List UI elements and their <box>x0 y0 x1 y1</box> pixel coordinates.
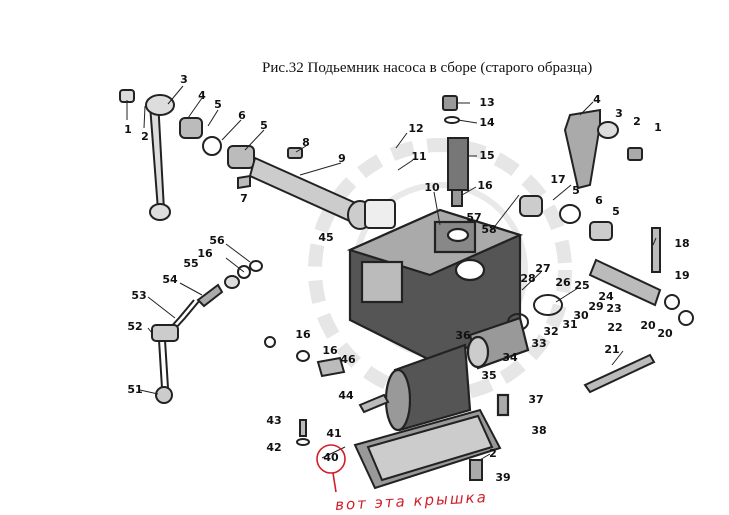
part-label: 25 <box>574 279 590 292</box>
part-label: 8 <box>302 136 310 149</box>
part-label: 28 <box>520 272 536 285</box>
annotation-circle <box>316 444 346 474</box>
part-label: 7 <box>240 192 248 205</box>
leader-lines <box>126 85 657 462</box>
part-label: 56 <box>209 234 225 247</box>
part-label: 22 <box>607 321 623 334</box>
part-label: 6 <box>595 194 603 207</box>
main-housing <box>346 208 524 362</box>
left-lever <box>119 89 175 221</box>
part-label: 20 <box>640 319 656 332</box>
bolts <box>264 336 390 446</box>
part-label: 34 <box>502 351 518 364</box>
right-bushings <box>519 195 613 241</box>
part-label: 16 <box>477 179 493 192</box>
part-label: 18 <box>674 237 690 250</box>
lower-cylinder <box>384 316 530 432</box>
annotation-arrow <box>332 472 337 493</box>
part-label: 42 <box>266 441 282 454</box>
part-label: 36 <box>455 329 471 342</box>
part-label: 21 <box>604 343 620 356</box>
part-label: 9 <box>338 152 346 165</box>
part-label: 41 <box>326 427 342 440</box>
part-label: 45 <box>318 231 334 244</box>
part-label: 10 <box>424 181 440 194</box>
part-label: 5 <box>572 184 580 197</box>
part-label: 20 <box>657 327 673 340</box>
part-label: 27 <box>535 262 551 275</box>
part-label: 37 <box>528 393 544 406</box>
part-label: 33 <box>531 337 547 350</box>
part-label: 15 <box>479 149 495 162</box>
part-label: 2 <box>489 447 497 460</box>
valve-stem <box>442 95 469 207</box>
part-label: 40 <box>323 451 339 464</box>
part-label: 16 <box>295 328 311 341</box>
right-piston <box>507 227 694 394</box>
part-label: 54 <box>162 273 178 286</box>
part-label: 4 <box>198 89 206 102</box>
part-label: 4 <box>593 93 601 106</box>
part-label: 3 <box>180 73 188 86</box>
part-label: 53 <box>131 289 147 302</box>
part-label: 43 <box>266 414 282 427</box>
part-label: 38 <box>531 424 547 437</box>
bottom-cover <box>353 408 502 490</box>
part-label: 58 <box>481 223 497 236</box>
part-label: 46 <box>340 353 356 366</box>
part-label: 57 <box>466 211 482 224</box>
part-label: 31 <box>562 318 578 331</box>
part-label: 5 <box>612 205 620 218</box>
part-label: 1 <box>654 121 662 134</box>
part-label: 5 <box>260 119 268 132</box>
part-label: 2 <box>141 130 149 143</box>
part-label: 3 <box>615 107 623 120</box>
part-label: 29 <box>588 300 604 313</box>
part-label: 5 <box>214 98 222 111</box>
part-label: 12 <box>408 122 424 135</box>
part-label: 6 <box>238 109 246 122</box>
part-label: 17 <box>550 173 566 186</box>
part-label: 51 <box>127 383 143 396</box>
part-label: 19 <box>674 269 690 282</box>
part-label: 52 <box>127 320 143 333</box>
part-label: 55 <box>183 257 199 270</box>
part-label: 30 <box>573 309 589 322</box>
figure-title: Рис.32 Подьемник насоса в сборе (старого… <box>262 60 593 76</box>
part-label: 35 <box>481 369 497 382</box>
part-label: 39 <box>495 471 511 484</box>
part-label: 24 <box>598 290 614 303</box>
part-label: 14 <box>479 116 495 129</box>
part-label: 1 <box>124 123 132 136</box>
part-label: 11 <box>411 150 427 163</box>
main-shaft <box>248 156 396 230</box>
part-label: 23 <box>606 302 622 315</box>
part-label: 2 <box>633 115 641 128</box>
part-label: 26 <box>555 276 571 289</box>
right-lever <box>563 108 643 190</box>
part-label: 44 <box>338 389 354 402</box>
part-label: 13 <box>479 96 495 109</box>
part-label: 16 <box>322 344 338 357</box>
part-label: 32 <box>543 325 559 338</box>
part-label: 16 <box>197 247 213 260</box>
